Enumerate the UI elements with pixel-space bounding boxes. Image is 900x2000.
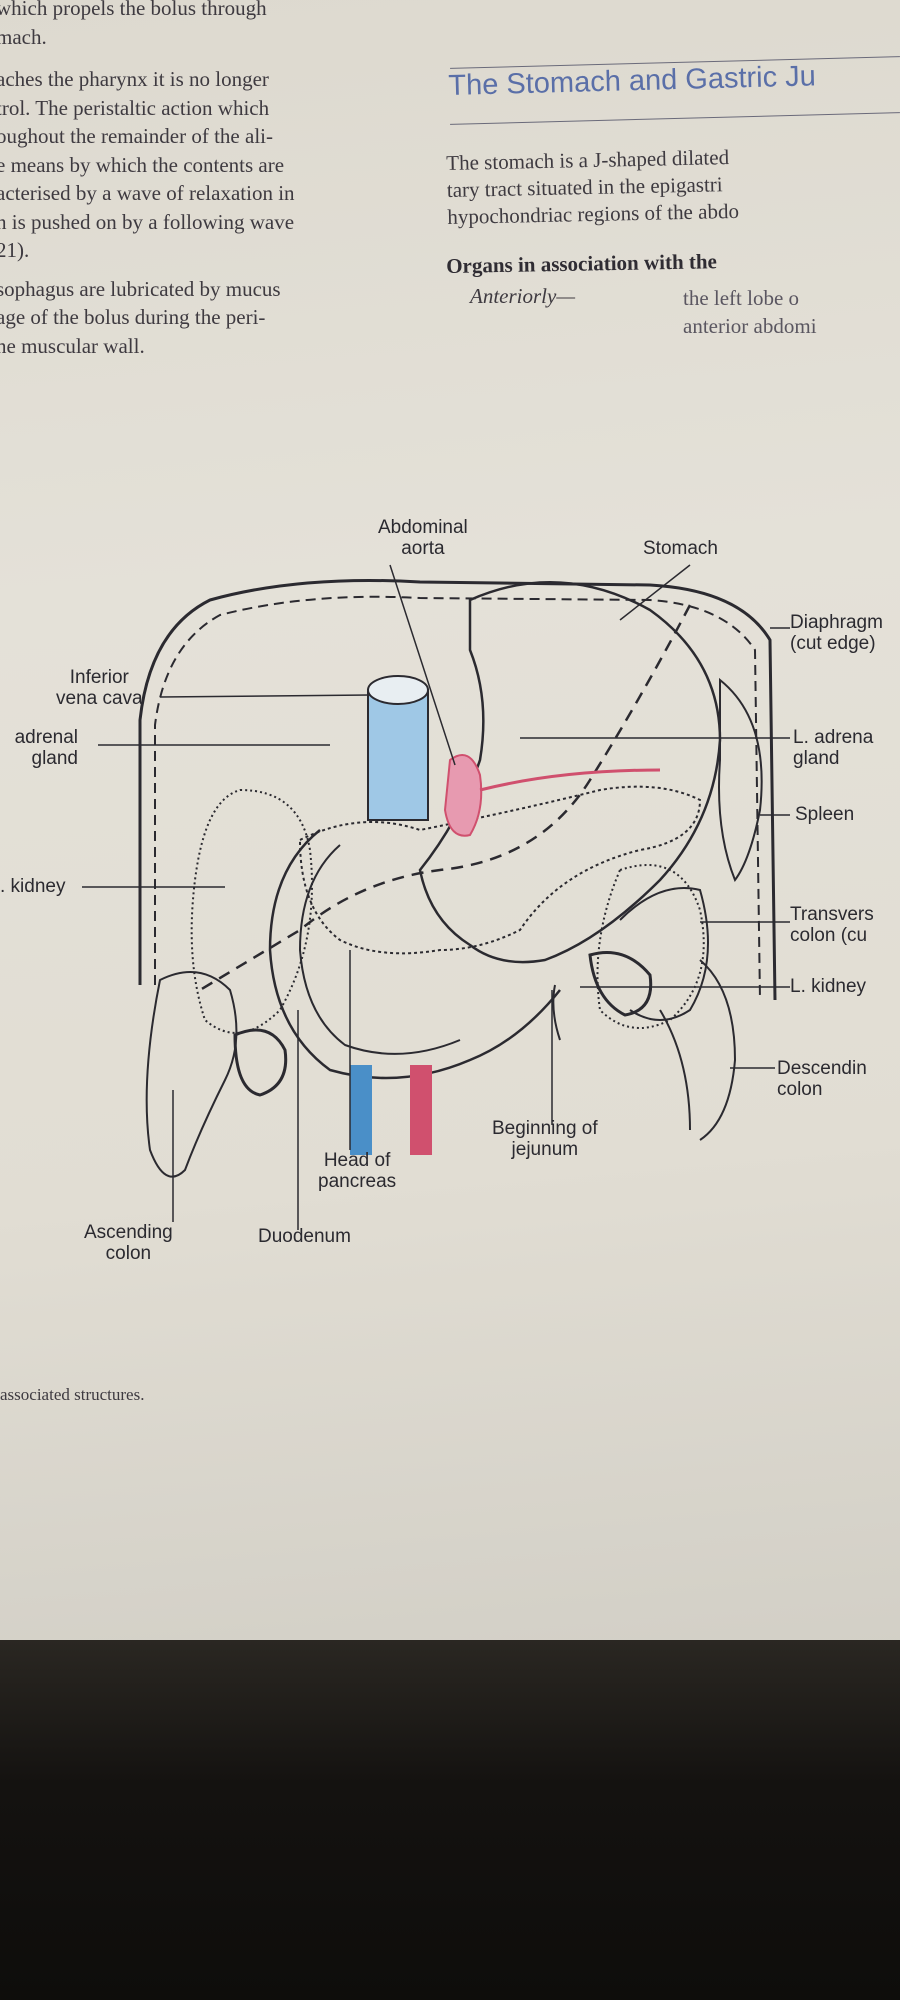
label-duodenum: Duodenum [258, 1226, 351, 1247]
label-line: gland [31, 748, 79, 769]
label-adrenal-gland: adrenal gland [0, 727, 78, 769]
label-line: Ascending [84, 1222, 173, 1243]
ascending-colon-outline [145, 971, 238, 1178]
label-line: Diaphragm [790, 612, 883, 633]
text-line: e means by which the contents are [0, 152, 285, 177]
abdominal-organs-illustration [82, 564, 790, 1230]
label-line: aorta [401, 538, 445, 559]
label-diaphragm: Diaphragm (cut edge) [790, 612, 883, 654]
label-line: colon [105, 1243, 152, 1264]
leader-ivc [159, 694, 371, 698]
text-line: ne muscular wall. [0, 333, 145, 358]
duodenum-inner [298, 844, 461, 1055]
left-text-column: which propels the bolus through mach. ac… [0, 0, 416, 370]
paragraph: sophagus are lubricated by mucus age of … [0, 275, 416, 361]
transverse-colon-cut [588, 951, 653, 1017]
stomach-dashed-outline [199, 604, 692, 992]
label-line: colon (cu [790, 925, 868, 946]
label-ascending-colon: Ascending colon [84, 1222, 173, 1264]
text-line: aches the pharynx it is no longer [0, 67, 269, 91]
label-kidney: . kidney [0, 876, 66, 897]
text-line: trol. The peristaltic action which [0, 95, 270, 120]
leader-stomach [619, 564, 691, 621]
label-spleen: Spleen [795, 804, 855, 825]
label-descending-colon: Descendin colon [777, 1058, 867, 1100]
label-line: Abdominal [378, 517, 468, 538]
text-line: mach. [0, 24, 47, 49]
text-line: anterior abdomi [683, 314, 817, 338]
transverse-colon-outline [619, 887, 709, 1021]
anteriorly-text: the left lobe o anterior abdomi [683, 284, 817, 340]
right-kidney-outline [190, 788, 313, 1034]
paragraph: which propels the bolus through mach. [0, 0, 416, 51]
label-head-of-pancreas: Head of pancreas [318, 1150, 396, 1192]
leader-lines [82, 564, 790, 1230]
label-inferior-vena-cava: Inferior vena cava [56, 667, 143, 709]
leader-aorta [389, 564, 456, 766]
text-line: sophagus are lubricated by mucus [0, 276, 281, 301]
duodenum-outline [268, 829, 561, 1080]
label-line: Descendin [777, 1058, 867, 1079]
label-line: Beginning of [492, 1118, 598, 1139]
text-line: oughout the remainder of the ali- [0, 124, 273, 148]
dark-background [0, 1640, 900, 2000]
label-line: Inferior [69, 667, 129, 688]
text-line: the left lobe o [683, 286, 800, 310]
label-abdominal-aorta: Abdominal aorta [378, 517, 468, 559]
label-transverse-colon: Transvers colon (cu [790, 904, 874, 946]
label-l-adrenal-gland: L. adrena gland [793, 727, 873, 769]
ascending-colon-cut [233, 1028, 288, 1097]
label-line: colon [777, 1079, 823, 1100]
aorta-lower [410, 1065, 432, 1155]
paragraph: aches the pharynx it is no longer trol. … [0, 65, 416, 265]
label-line: gland [793, 748, 840, 769]
label-line: (cut edge) [790, 633, 876, 654]
label-stomach: Stomach [643, 538, 718, 559]
book-page: which propels the bolus through mach. ac… [0, 0, 900, 1660]
label-line: jejunum [511, 1139, 579, 1160]
vena-cava-lower [350, 1065, 372, 1155]
abdominal-aorta [443, 754, 483, 837]
diaphragm-inner [154, 595, 761, 1001]
label-line: pancreas [318, 1171, 397, 1192]
text-line: which propels the bolus through [0, 0, 267, 20]
label-line: Head of [323, 1150, 391, 1171]
diaphragm-outline [138, 578, 777, 1001]
figure-caption: associated structures. [0, 1385, 145, 1404]
descending-colon-outline [659, 959, 737, 1141]
label-line: vena cava [56, 688, 143, 709]
label-beginning-of-jejunum: Beginning of jejunum [492, 1118, 598, 1160]
text-line: h is pushed on by a following wave [0, 209, 295, 234]
text-line: age of the bolus during the peri- [0, 305, 266, 329]
label-line: Transvers [790, 904, 874, 925]
label-line: adrenal [14, 727, 78, 748]
label-l-kidney: L. kidney [790, 976, 867, 997]
jejunum-outline [552, 984, 561, 1041]
pancreas-outline [298, 785, 702, 955]
inferior-vena-cava [367, 689, 429, 821]
spleen-outline [718, 677, 763, 883]
anteriorly-label: Anteriorly— [470, 284, 575, 308]
label-line: L. adrena [793, 727, 874, 748]
text-line: 21). [0, 238, 30, 262]
text-line: acterised by a wave of relaxation in [0, 181, 295, 205]
renal-artery [479, 768, 661, 792]
great-vessels [350, 675, 661, 1155]
vena-cava-opening [367, 675, 429, 705]
